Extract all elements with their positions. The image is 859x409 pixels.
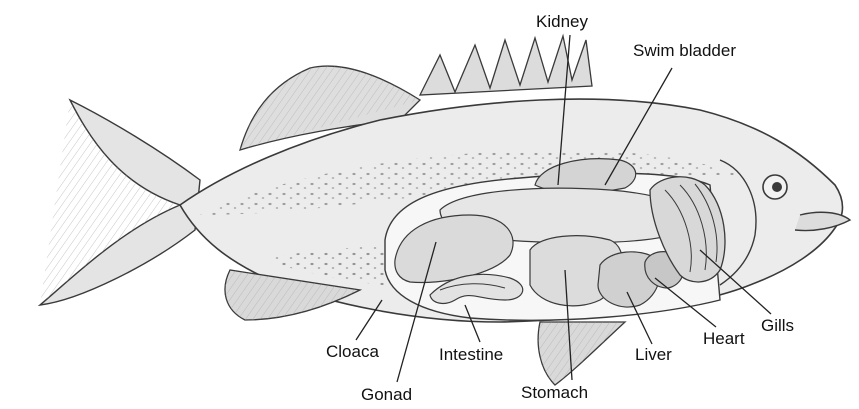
label-gills: Gills	[761, 316, 794, 336]
mouth	[795, 212, 850, 230]
label-kidney: Kidney	[536, 12, 588, 32]
label-stomach: Stomach	[521, 383, 588, 403]
label-cloaca: Cloaca	[326, 342, 379, 362]
label-gonad: Gonad	[361, 385, 412, 405]
label-swim-bladder: Swim bladder	[633, 41, 736, 61]
label-heart: Heart	[703, 329, 745, 349]
label-intestine: Intestine	[439, 345, 503, 365]
label-liver: Liver	[635, 345, 672, 365]
